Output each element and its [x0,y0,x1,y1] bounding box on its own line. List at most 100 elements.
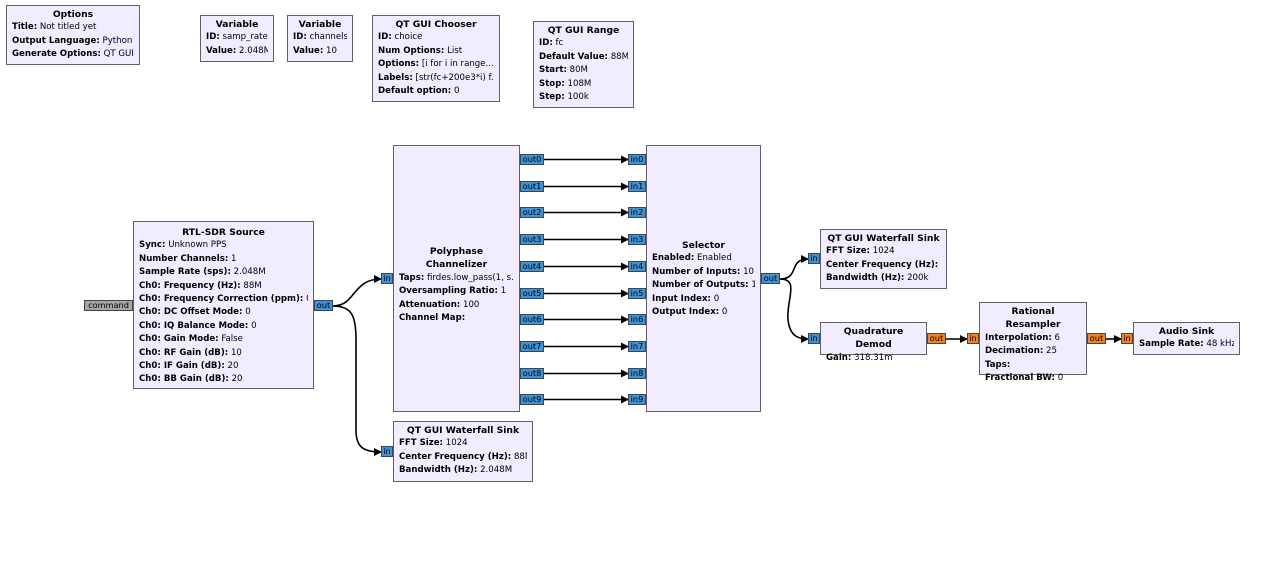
param-value: 88M [243,280,262,291]
block-param: Enabled: Enabled [652,252,755,265]
resamp-out-port[interactable]: out [1087,333,1106,344]
selector-in-port-0[interactable]: in0 [628,154,646,165]
block-param: Output Language: Python [12,35,134,48]
param-key: Input Index: [652,293,711,304]
param-key: Enabled: [652,253,695,264]
param-value: 2.048M [239,45,268,56]
selector-in-port-2[interactable]: in2 [628,207,646,218]
quad-in-port[interactable]: in [808,333,820,344]
block-param: Sync: Unknown PPS [139,239,308,252]
rtl-out-port[interactable]: out [314,300,333,311]
command-port[interactable]: command [84,300,133,311]
block-param: Ch0: Frequency (Hz): 88M [139,280,308,293]
selector-in-port-4[interactable]: in4 [628,261,646,272]
param-key: Ch0: IQ Balance Mode: [139,320,249,331]
block-param: Bandwidth (Hz): 200k [826,272,941,285]
pfb-out-port-3[interactable]: out3 [520,234,544,245]
block-param: Value: 10 [293,45,347,58]
param-value: 80M [569,65,588,76]
param-value: 200k [907,273,929,284]
param-value: 25 [1046,346,1057,357]
param-value: 1 [231,253,237,264]
block-param: Default option: 0 [378,85,494,98]
param-value: channels [309,32,347,43]
param-value: Python [102,35,133,46]
param-key: Attenuation: [399,299,461,310]
block-param: Number of Inputs: 10 [652,266,755,279]
selector-in-port-3[interactable]: in3 [628,234,646,245]
audio-in-port[interactable]: in [1121,333,1133,344]
resamp-in-port[interactable]: in [967,333,979,344]
block-title: Variable [298,19,342,30]
param-value: 10 [230,347,242,358]
pfb-out-port-4[interactable]: out4 [520,261,544,272]
param-value: 2.048M [480,465,513,476]
block-param: Generate Options: QT GUI [12,48,134,61]
selector-in-port-6[interactable]: in6 [628,314,646,325]
param-value: 48 kHz [1206,339,1234,350]
param-value: 0 [306,294,308,304]
param-key: Labels: [378,72,413,83]
param-key: Fractional BW: [985,373,1055,384]
pfb-out-port-7[interactable]: out7 [520,341,544,352]
pfb-out-port-1[interactable]: out1 [520,181,544,192]
block-param: Start: 80M [539,64,628,77]
param-value: 1 [751,280,755,291]
param-value: QT GUI [103,49,134,60]
block-param: Gain: 318.31m [826,352,921,365]
selector-out-port[interactable]: out [761,273,780,284]
param-key: Stop: [539,78,565,89]
param-key: Center Frequency (Hz): [826,259,939,270]
param-key: ID: [539,38,553,49]
param-value: 6 [1054,332,1061,343]
block-param: ID: fc [539,37,628,50]
selector-in-port-9[interactable]: in9 [628,394,646,405]
param-value: 100k [567,92,589,103]
pfb-in-port[interactable]: in [381,273,393,284]
selector-in-port-7[interactable]: in7 [628,341,646,352]
block-param: Sample Rate: 48 kHz [1139,338,1234,351]
block-param: Ch0: RF Gain (dB): 10 [139,347,308,360]
param-key: Number of Inputs: [652,266,741,277]
param-value: 318.31m [854,352,893,363]
selector-in-port-1[interactable]: in1 [628,181,646,192]
block-title: Quadrature Demod [843,326,904,351]
block-param: Fractional BW: 0 [985,372,1081,385]
selector-in-port-8[interactable]: in8 [628,368,646,379]
selector-in-port-5[interactable]: in5 [628,288,646,299]
param-value: False [221,334,243,345]
block-param: Ch0: BB Gain (dB): 20 [139,373,308,386]
pfb-out-port-6[interactable]: out6 [520,314,544,325]
pfb-out-port-2[interactable]: out2 [520,207,544,218]
block-title: Selector [682,240,725,251]
param-key: Value: [293,45,324,56]
block-param: Ch0: IQ Balance Mode: 0 [139,320,308,333]
pfb-out-port-5[interactable]: out5 [520,288,544,299]
pfb-out-port-9[interactable]: out9 [520,394,544,405]
quad-out-port[interactable]: out [927,333,946,344]
wf2-in-port[interactable]: in [808,253,820,264]
block-param: Attenuation: 100 [399,299,514,312]
param-key: Number of Outputs: [652,280,749,291]
param-value: 88M [513,451,527,462]
block-param: Channel Map: [399,312,514,325]
pfb-out-port-8[interactable]: out8 [520,368,544,379]
wf1-in-port[interactable]: in [381,446,393,457]
param-key: Output Index: [652,307,720,318]
param-key: Ch0: IF Gain (dB): [139,361,225,372]
block-param: Sample Rate (sps): 2.048M [139,266,308,279]
pfb-out-port-0[interactable]: out0 [520,154,544,165]
